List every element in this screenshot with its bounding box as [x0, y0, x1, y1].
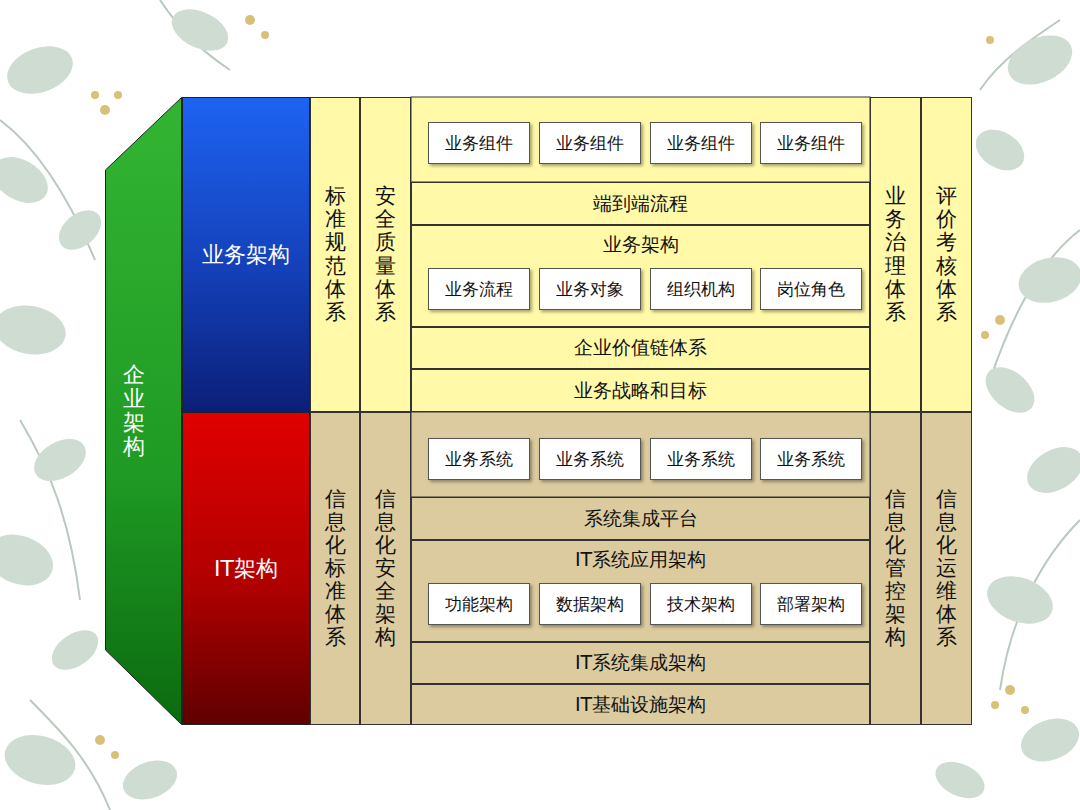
column-label: 信息化标准体系	[325, 488, 346, 650]
layer-band: IT系统集成架构	[411, 642, 870, 684]
enterprise-panel-outline	[106, 98, 182, 725]
layer-band: 企业价值链体系	[411, 327, 870, 369]
component-box: 技术架构	[650, 583, 752, 625]
layer-band: IT系统应用架构功能架构 数据架构 技术架构 部署架构	[411, 540, 870, 642]
box-label: 业务对象	[556, 278, 624, 301]
box-label: IT基础设施架构	[575, 692, 706, 718]
box-label: 业务系统	[667, 448, 735, 471]
box-label: 端到端流程	[593, 191, 688, 217]
box-label: 组织机构	[667, 278, 735, 301]
side-column: 信息化管控架构	[870, 412, 921, 725]
box-label: 业务系统	[556, 448, 624, 471]
box-label: IT系统集成架构	[575, 650, 706, 676]
box-label: 业务组件	[777, 132, 845, 155]
box-label: 技术架构	[667, 593, 735, 616]
component-box: 业务系统	[760, 438, 862, 480]
column-label: 信息化运维体系	[936, 488, 957, 650]
box-label: 业务战略和目标	[574, 378, 707, 404]
box-label: 功能架构	[445, 593, 513, 616]
box-label: 系统集成平台	[584, 506, 698, 532]
box-label: 业务流程	[445, 278, 513, 301]
component-box: 业务系统	[539, 438, 641, 480]
component-box: 部署架构	[760, 583, 862, 625]
layer-header: 业务架构	[182, 97, 310, 412]
layer-band: 业务架构业务流程 业务对象 组织机构 岗位角色	[411, 225, 870, 327]
component-box: 业务对象	[539, 268, 641, 310]
box-label: IT架构	[214, 554, 278, 584]
column-label: 安全质量体系	[375, 185, 396, 324]
system-area	[411, 412, 870, 497]
box-label: 业务组件	[445, 132, 513, 155]
layer-band: 端到端流程	[411, 182, 870, 225]
box-label: 业务系统	[445, 448, 513, 471]
component-area	[411, 97, 870, 182]
box-label: IT系统应用架构	[575, 547, 706, 573]
box-label: 业务架构	[603, 232, 679, 258]
enterprise-panel: 企业架构	[105, 97, 182, 725]
component-box: 功能架构	[428, 583, 530, 625]
box-label: 业务系统	[777, 448, 845, 471]
layer-header: IT架构	[182, 412, 310, 725]
side-column: 业务治理体系	[870, 97, 921, 412]
component-box: 业务组件	[650, 122, 752, 164]
column-label: 评价考核体系	[936, 185, 957, 324]
flower-bud	[91, 15, 1029, 759]
box-label: 业务组件	[556, 132, 624, 155]
side-column: 标准规范体系	[310, 97, 360, 412]
side-column: 信息化标准体系	[310, 412, 360, 725]
box-label: 企业价值链体系	[574, 335, 707, 361]
component-box: 业务组件	[428, 122, 530, 164]
box-label: 岗位角色	[777, 278, 845, 301]
column-label: 信息化安全架构	[375, 488, 396, 650]
component-box: 业务组件	[760, 122, 862, 164]
box-label: 业务架构	[202, 240, 290, 270]
side-column: 评价考核体系	[921, 97, 972, 412]
column-label: 企业架构	[123, 363, 145, 460]
component-box: 业务系统	[650, 438, 752, 480]
side-column: 信息化运维体系	[921, 412, 972, 725]
column-label: 信息化管控架构	[885, 488, 906, 650]
layer-band: 系统集成平台	[411, 497, 870, 540]
layer-band: IT基础设施架构	[411, 684, 870, 725]
component-box: 业务流程	[428, 268, 530, 310]
column-label: 标准规范体系	[325, 185, 346, 324]
side-column: 信息化安全架构	[360, 412, 411, 725]
box-label: 部署架构	[777, 593, 845, 616]
component-box: 业务组件	[539, 122, 641, 164]
component-box: 岗位角色	[760, 268, 862, 310]
side-column: 安全质量体系	[360, 97, 411, 412]
component-box: 组织机构	[650, 268, 752, 310]
component-box: 业务系统	[428, 438, 530, 480]
box-label: 业务组件	[667, 132, 735, 155]
component-box: 数据架构	[539, 583, 641, 625]
box-label: 数据架构	[556, 593, 624, 616]
column-label: 业务治理体系	[885, 185, 906, 324]
layer-band: 业务战略和目标	[411, 369, 870, 412]
